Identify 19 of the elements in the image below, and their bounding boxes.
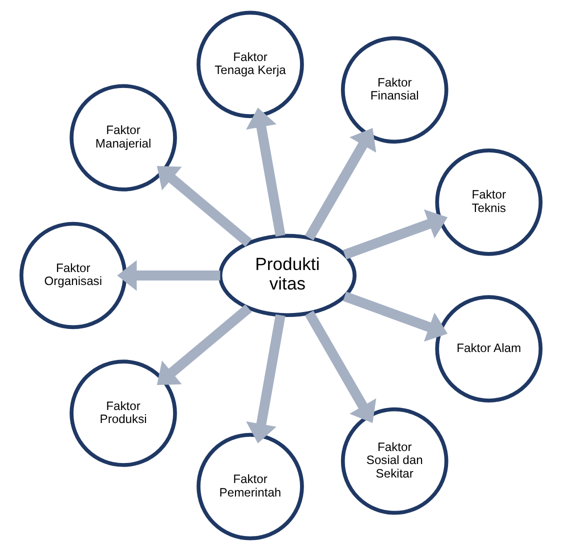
arrow [342,292,448,342]
node-circle: Faktor Teknis [435,148,543,256]
node-circle: Faktor Alam [435,295,543,402]
node-circle: Faktor Organisasi [19,222,127,330]
node-circle: Faktor Finansial [340,36,448,144]
arrow [246,108,286,237]
arrow [246,314,286,444]
arrow [304,310,376,424]
node-ellipse: Produkti vitas [218,234,357,318]
arrow [156,304,252,386]
arrow [156,166,252,247]
node-circle: Faktor Produksi [70,360,177,467]
arrow [342,209,448,260]
node-circle: Faktor Manajerial [70,84,177,192]
arrow [117,260,220,291]
node-circle: Faktor Tenaga Kerja [196,10,304,118]
arrow [304,128,376,240]
node-circle: Faktor Sosial dan Sekitar [340,407,448,515]
node-circle: Faktor Pemerintah [196,432,304,540]
